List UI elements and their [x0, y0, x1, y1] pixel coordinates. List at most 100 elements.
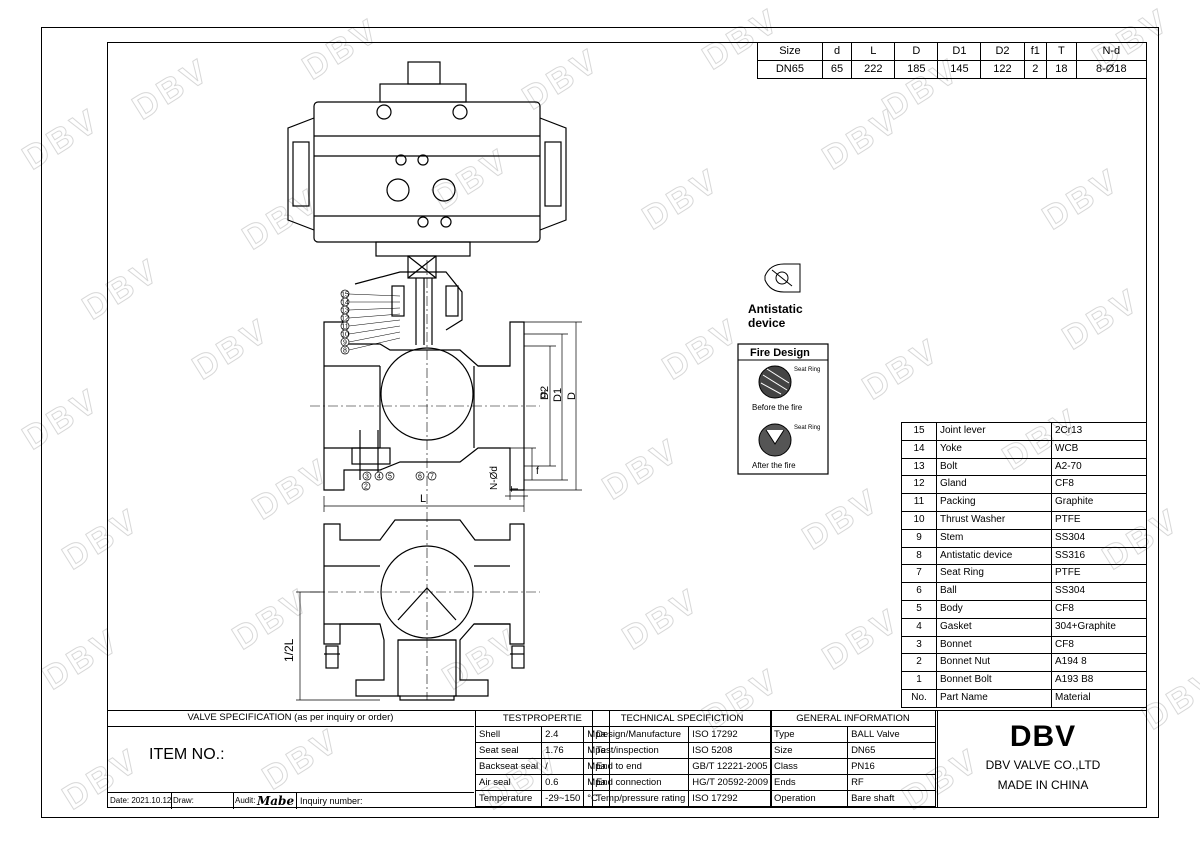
part-balloon: [361, 481, 371, 491]
drawing-border: [107, 42, 1147, 808]
date-field: Date: 2021.10.12: [110, 796, 172, 805]
part-name: Joint lever: [936, 422, 1052, 441]
dimension-table: Size d L D D1 D2 f1 T N-d DN65 65 222 18…: [757, 42, 1148, 79]
part-name: Thrust Washer: [936, 510, 1052, 530]
gen-title: GENERAL INFORMATION: [770, 710, 936, 727]
part-material: A194 8: [1051, 653, 1147, 673]
part-number: 14: [901, 439, 937, 459]
dim-T: T: [510, 486, 521, 492]
dim-D2: D2: [539, 386, 551, 400]
part-number: 8: [901, 546, 937, 566]
part-name: Yoke: [936, 439, 1052, 459]
dim-value: 185: [894, 60, 939, 79]
tech-value: ISO 5208: [688, 742, 773, 759]
tech-value: ISO 17292: [688, 726, 773, 743]
balloon-number: 10: [341, 332, 349, 339]
leader-line: [348, 293, 401, 297]
seat-ring-label: Seat Ring: [794, 425, 820, 431]
part-number: 12: [901, 475, 937, 495]
dim-value: DN65: [757, 60, 823, 79]
signature: Mabe: [257, 794, 295, 808]
part-material: 304+Graphite: [1051, 617, 1147, 637]
part-name: Gasket: [936, 617, 1052, 637]
company-name: DBV VALVE CO.,LTD: [985, 758, 1101, 772]
part-name: Packing: [936, 493, 1052, 512]
part-material: SS304: [1051, 528, 1147, 548]
gen-name: Type: [769, 726, 849, 743]
actuator-body: [313, 101, 541, 243]
dim-D: D: [566, 392, 578, 400]
test-value: -29~150: [541, 790, 585, 807]
dim-L: L: [420, 493, 426, 505]
fire-design-title: Fire Design: [750, 347, 810, 359]
gen-value: Bare shaft: [847, 790, 936, 807]
balloon-number: 13: [341, 308, 349, 315]
part-name: Stem: [936, 528, 1052, 548]
leader-line: [348, 337, 401, 351]
part-number: 7: [901, 564, 937, 584]
part-number: 10: [901, 510, 937, 530]
leader-line: [348, 307, 401, 311]
part-name: Seat Ring: [936, 564, 1052, 584]
part-number: 15: [901, 422, 937, 441]
audit-field: Audit:: [235, 796, 256, 805]
valve-spec-section: VALVE SPECIFICATION (as per inquiry or o…: [107, 710, 474, 809]
dim-header: N-d: [1075, 42, 1148, 61]
parts-header: Part Name: [936, 688, 1052, 708]
part-balloon: [374, 471, 384, 481]
part-number: 11: [901, 493, 937, 512]
leader-line: [348, 331, 401, 343]
made-in-label: MADE IN CHINA: [997, 778, 1089, 792]
test-title: TESTPROPERTIE: [475, 710, 610, 727]
part-name: Bonnet: [936, 635, 1052, 655]
antistatic-symbol: [764, 263, 801, 293]
part-name: Antistatic device: [936, 546, 1052, 566]
test-name: Shell: [474, 726, 543, 743]
dim-value: 18: [1046, 60, 1077, 79]
part-balloon: [362, 471, 372, 481]
part-name: Bonnet Nut: [936, 653, 1052, 673]
balloon-number: 7: [430, 474, 434, 481]
test-name: Temperature: [474, 790, 543, 807]
part-material: CF8: [1051, 635, 1147, 655]
tech-value: HG/T 20592-2009: [688, 774, 773, 791]
balloon-number: 9: [343, 340, 347, 347]
test-value: 0.6: [541, 774, 585, 791]
gen-name: Ends: [769, 774, 849, 791]
part-balloon: [427, 471, 437, 481]
balloon-number: 12: [341, 316, 349, 323]
test-value: /: [541, 758, 585, 775]
gen-name: Operation: [769, 790, 849, 807]
part-material: A193 B8: [1051, 671, 1147, 690]
gen-value: RF: [847, 774, 936, 791]
dim-value: 222: [851, 60, 896, 79]
parts-header: No.: [901, 688, 937, 708]
test-value: 1.76: [541, 742, 585, 759]
part-number: 1: [901, 671, 937, 690]
draw-field: Draw:: [173, 796, 194, 805]
test-name: Backseat seal: [474, 758, 543, 775]
part-material: SS304: [1051, 582, 1147, 601]
valve-bottom-section: [323, 519, 525, 701]
gen-value: BALL Valve: [847, 726, 936, 743]
balloon-number: 14: [341, 300, 349, 307]
inquiry-field: Inquiry number:: [300, 796, 363, 806]
dim-Nd: N-Ød: [489, 466, 500, 490]
part-number: 5: [901, 599, 937, 619]
part-name: Ball: [936, 582, 1052, 601]
item-no-label: ITEM NO.:: [149, 746, 225, 763]
tech-value: ISO 17292: [688, 790, 773, 807]
